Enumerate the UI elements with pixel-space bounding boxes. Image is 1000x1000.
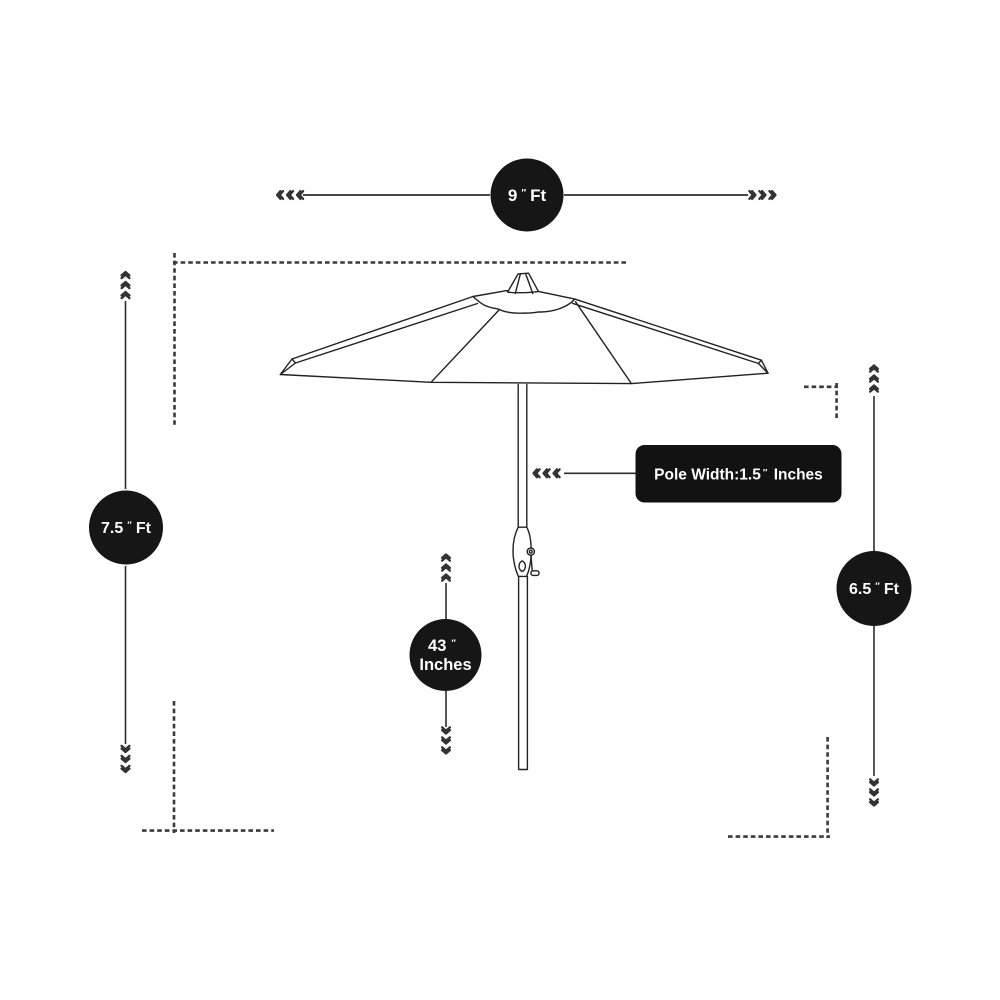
svg-text:7.5″Ft: 7.5″Ft [101, 520, 152, 537]
svg-text:Inches: Inches [419, 656, 471, 674]
svg-text:Pole Width:1.5″ Inches: Pole Width:1.5″ Inches [654, 467, 823, 484]
svg-text:6.5″Ft: 6.5″Ft [849, 581, 900, 598]
